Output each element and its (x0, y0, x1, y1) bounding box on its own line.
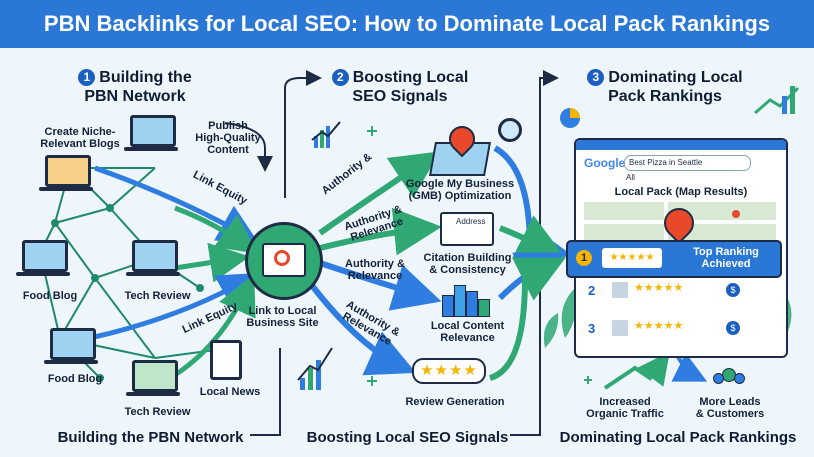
laptop-tech-review-1 (126, 240, 180, 276)
all-tab[interactable]: All (626, 173, 635, 182)
result-row-2[interactable]: 2 ★★★★★ $ (586, 280, 776, 302)
connector-3 (250, 348, 281, 436)
bar-chart-icon-2 (297, 347, 333, 390)
section-2-number: 2 (331, 69, 349, 86)
local-news-label: Local News (199, 386, 261, 398)
converge-arrow-4 (488, 257, 566, 381)
local-pack-label: Local Pack (Map Results) (614, 186, 748, 198)
laptop-tech-review-2 (126, 360, 180, 396)
footer-section-3: Dominating Local Pack Rankings (559, 429, 797, 446)
newspaper-icon (210, 340, 242, 380)
laptop-food-top (39, 155, 93, 191)
title-banner: PBN Backlinks for Local SEO: How to Domi… (0, 0, 814, 48)
search-bar[interactable]: Best Pizza in Seattle (624, 155, 751, 171)
magnifier-icon (498, 118, 522, 142)
tech-review-label-2: Tech Review (124, 406, 191, 418)
section-1-number: 1 (78, 69, 96, 86)
review-stars-box: ★★★★ (412, 358, 486, 384)
signal-arrow-review (307, 281, 416, 376)
city-icon (440, 285, 490, 317)
rank-1-badge: 1 (576, 250, 592, 266)
flow-arrow-5 (168, 273, 256, 381)
review-label: Review Generation (405, 396, 505, 408)
laptop-content (124, 115, 178, 151)
laptop-food-blog-2 (44, 328, 98, 364)
search-logo: Google (584, 156, 626, 170)
create-blogs-label: Create Niche-Relevant Blogs (40, 126, 120, 150)
pie-chart-icon (560, 108, 580, 128)
food-blog-label-1: Food Blog (22, 290, 78, 302)
signal-arrow-citation (319, 207, 442, 256)
footer-section-1: Building the PBN Network (57, 429, 244, 446)
map-pin-small-icon (732, 210, 740, 218)
food-blog-label-2: Food Blog (47, 373, 103, 385)
search-query: Best Pizza in Seattle (629, 158, 703, 167)
section-3-number: 3 (587, 69, 605, 86)
flow-arrow-2 (174, 205, 259, 254)
converge-arrow-2 (498, 215, 566, 259)
leads-label: More Leads& Customers (695, 396, 765, 420)
signal-arrow-content (319, 260, 442, 311)
connector-2 (284, 70, 322, 198)
page-title: PBN Backlinks for Local SEO: How to Domi… (43, 11, 771, 36)
connector-1 (224, 122, 273, 172)
flow-arrow-3 (174, 242, 250, 283)
signal-arrow-gmb (318, 151, 440, 236)
sparkles (367, 126, 592, 386)
bar-chart-icon-1 (311, 121, 341, 148)
traffic-arrow (603, 351, 670, 390)
address-card: Address (440, 212, 494, 246)
gmb-label: Google My Business(GMB) Optimization (405, 178, 515, 202)
trend-arrow-icon (754, 86, 800, 115)
tech-review-label-1: Tech Review (124, 290, 191, 302)
link-equity-arrow-1 (94, 165, 259, 243)
target-site-circle (245, 222, 323, 300)
citation-label: Citation Building& Consistency (423, 252, 512, 276)
footer-section-2: Boosting Local SEO Signals (306, 429, 509, 446)
authority-label-3: Authority &Relevance (345, 258, 405, 282)
laptop-food-blog-1 (16, 240, 70, 276)
result-row-3[interactable]: 3 ★★★★★ $ (586, 318, 776, 340)
customers-icon (713, 368, 745, 388)
target-icon (274, 250, 290, 266)
